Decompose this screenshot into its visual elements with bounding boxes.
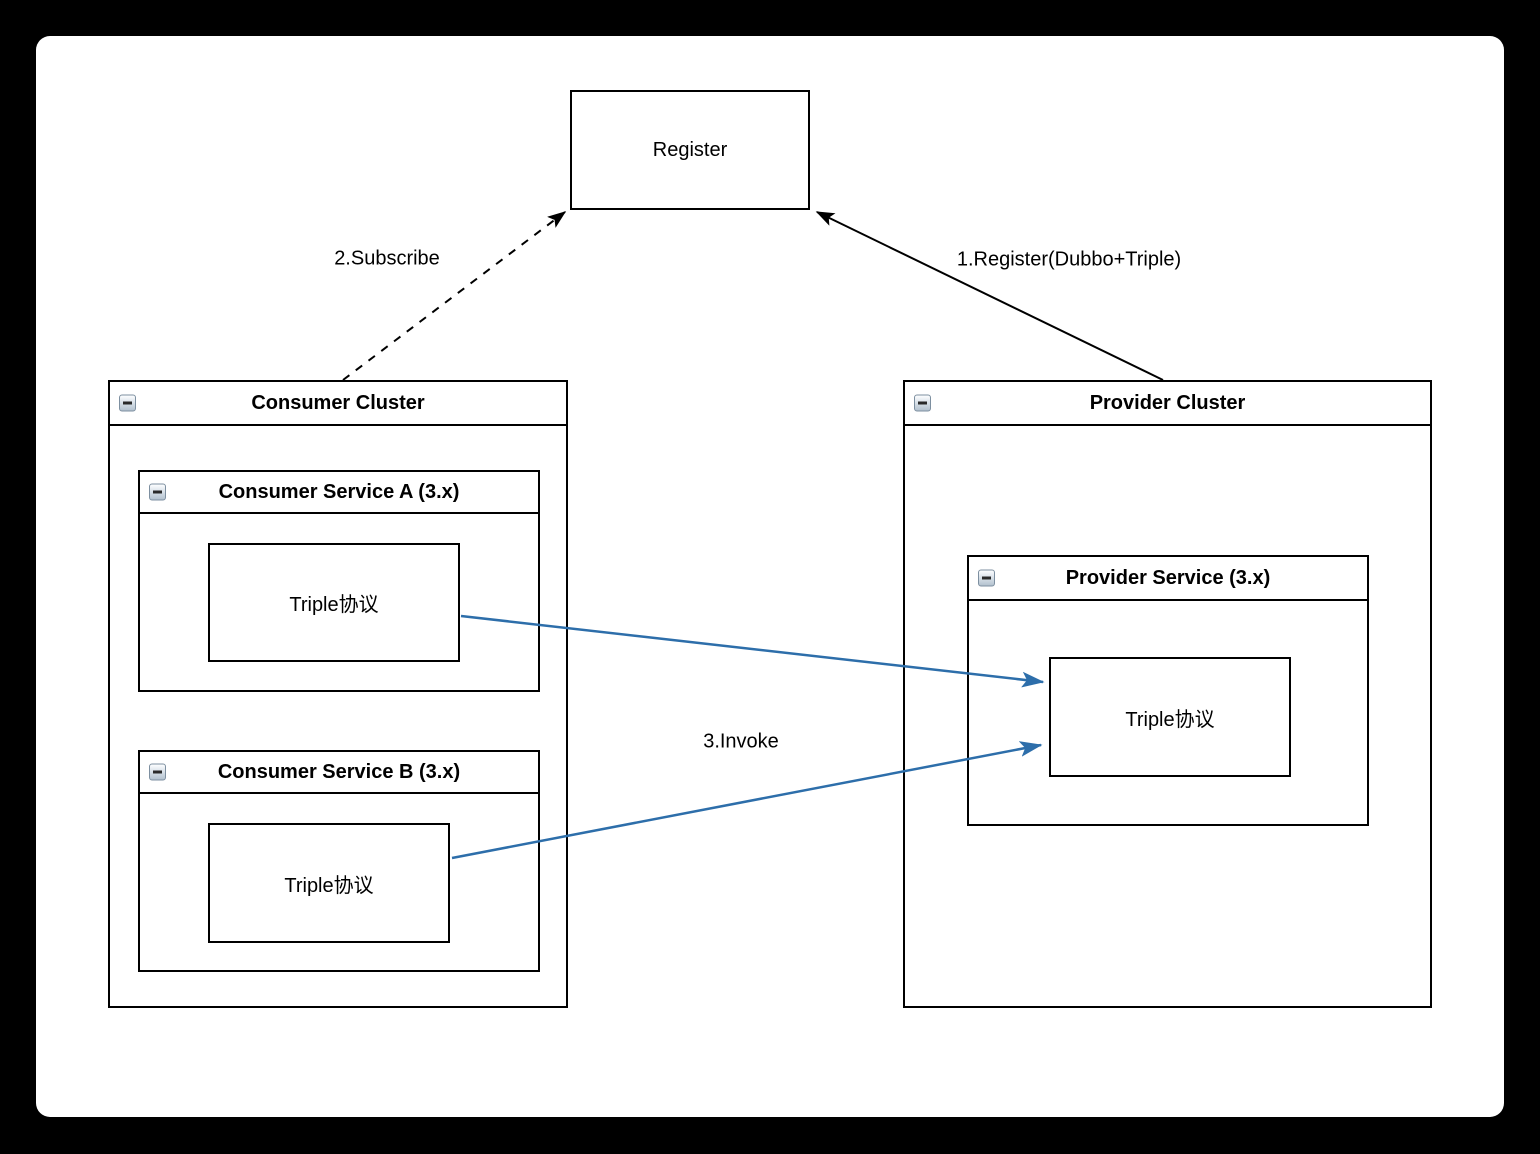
collapse-icon[interactable] [978, 569, 995, 587]
triple-protocol-node-provider[interactable]: Triple协议 [1049, 657, 1291, 777]
consumer-service-a-header: Consumer Service A (3.x) [140, 472, 538, 514]
provider-cluster-title: Provider Cluster [1089, 391, 1246, 414]
triple-protocol-node-a[interactable]: Triple协议 [208, 543, 460, 662]
provider-service-node[interactable]: Provider Service (3.x) Triple协议 [967, 555, 1369, 826]
provider-cluster-node[interactable]: Provider Cluster Provider Service (3.x) … [903, 380, 1432, 1008]
consumer-service-b-title: Consumer Service B (3.x) [217, 760, 461, 783]
minus-icon [982, 576, 991, 580]
consumer-service-a-node[interactable]: Consumer Service A (3.x) Triple协议 [138, 470, 540, 692]
minus-icon [918, 401, 927, 405]
subscribe-edge[interactable] [342, 212, 565, 381]
consumer-cluster-node[interactable]: Consumer Cluster Consumer Service A (3.x… [108, 380, 568, 1008]
register-edge[interactable] [817, 211, 1164, 381]
collapse-icon[interactable] [914, 394, 931, 412]
register-edge-label: 1.Register(Dubbo+Triple) [952, 248, 1186, 272]
minus-icon [153, 490, 162, 494]
triple-protocol-label: Triple协议 [289, 594, 379, 616]
triple-protocol-label: Triple协议 [284, 874, 374, 897]
triple-protocol-label: Triple协议 [1125, 708, 1215, 731]
collapse-icon[interactable] [119, 394, 136, 412]
consumer-cluster-title: Consumer Cluster [251, 391, 425, 414]
provider-service-header: Provider Service (3.x) [969, 557, 1367, 601]
register-label: Register [652, 138, 728, 161]
subscribe-edge-label: 2.Subscribe [330, 247, 444, 271]
provider-service-title: Provider Service (3.x) [1065, 566, 1271, 589]
consumer-service-b-node[interactable]: Consumer Service B (3.x) Triple协议 [138, 750, 540, 972]
minus-icon [153, 770, 162, 774]
diagram-canvas: Register Consumer Cluster Consumer Servi… [36, 36, 1504, 1117]
provider-cluster-header: Provider Cluster [905, 382, 1430, 426]
invoke-edge-label: 3.Invoke [699, 730, 783, 754]
register-node[interactable]: Register [570, 90, 810, 210]
minus-icon [123, 401, 132, 405]
collapse-icon[interactable] [149, 763, 166, 781]
consumer-cluster-header: Consumer Cluster [110, 382, 566, 426]
triple-protocol-node-b[interactable]: Triple协议 [208, 823, 450, 943]
consumer-service-b-header: Consumer Service B (3.x) [140, 752, 538, 794]
collapse-icon[interactable] [149, 483, 166, 501]
consumer-service-a-title: Consumer Service A (3.x) [218, 480, 460, 503]
